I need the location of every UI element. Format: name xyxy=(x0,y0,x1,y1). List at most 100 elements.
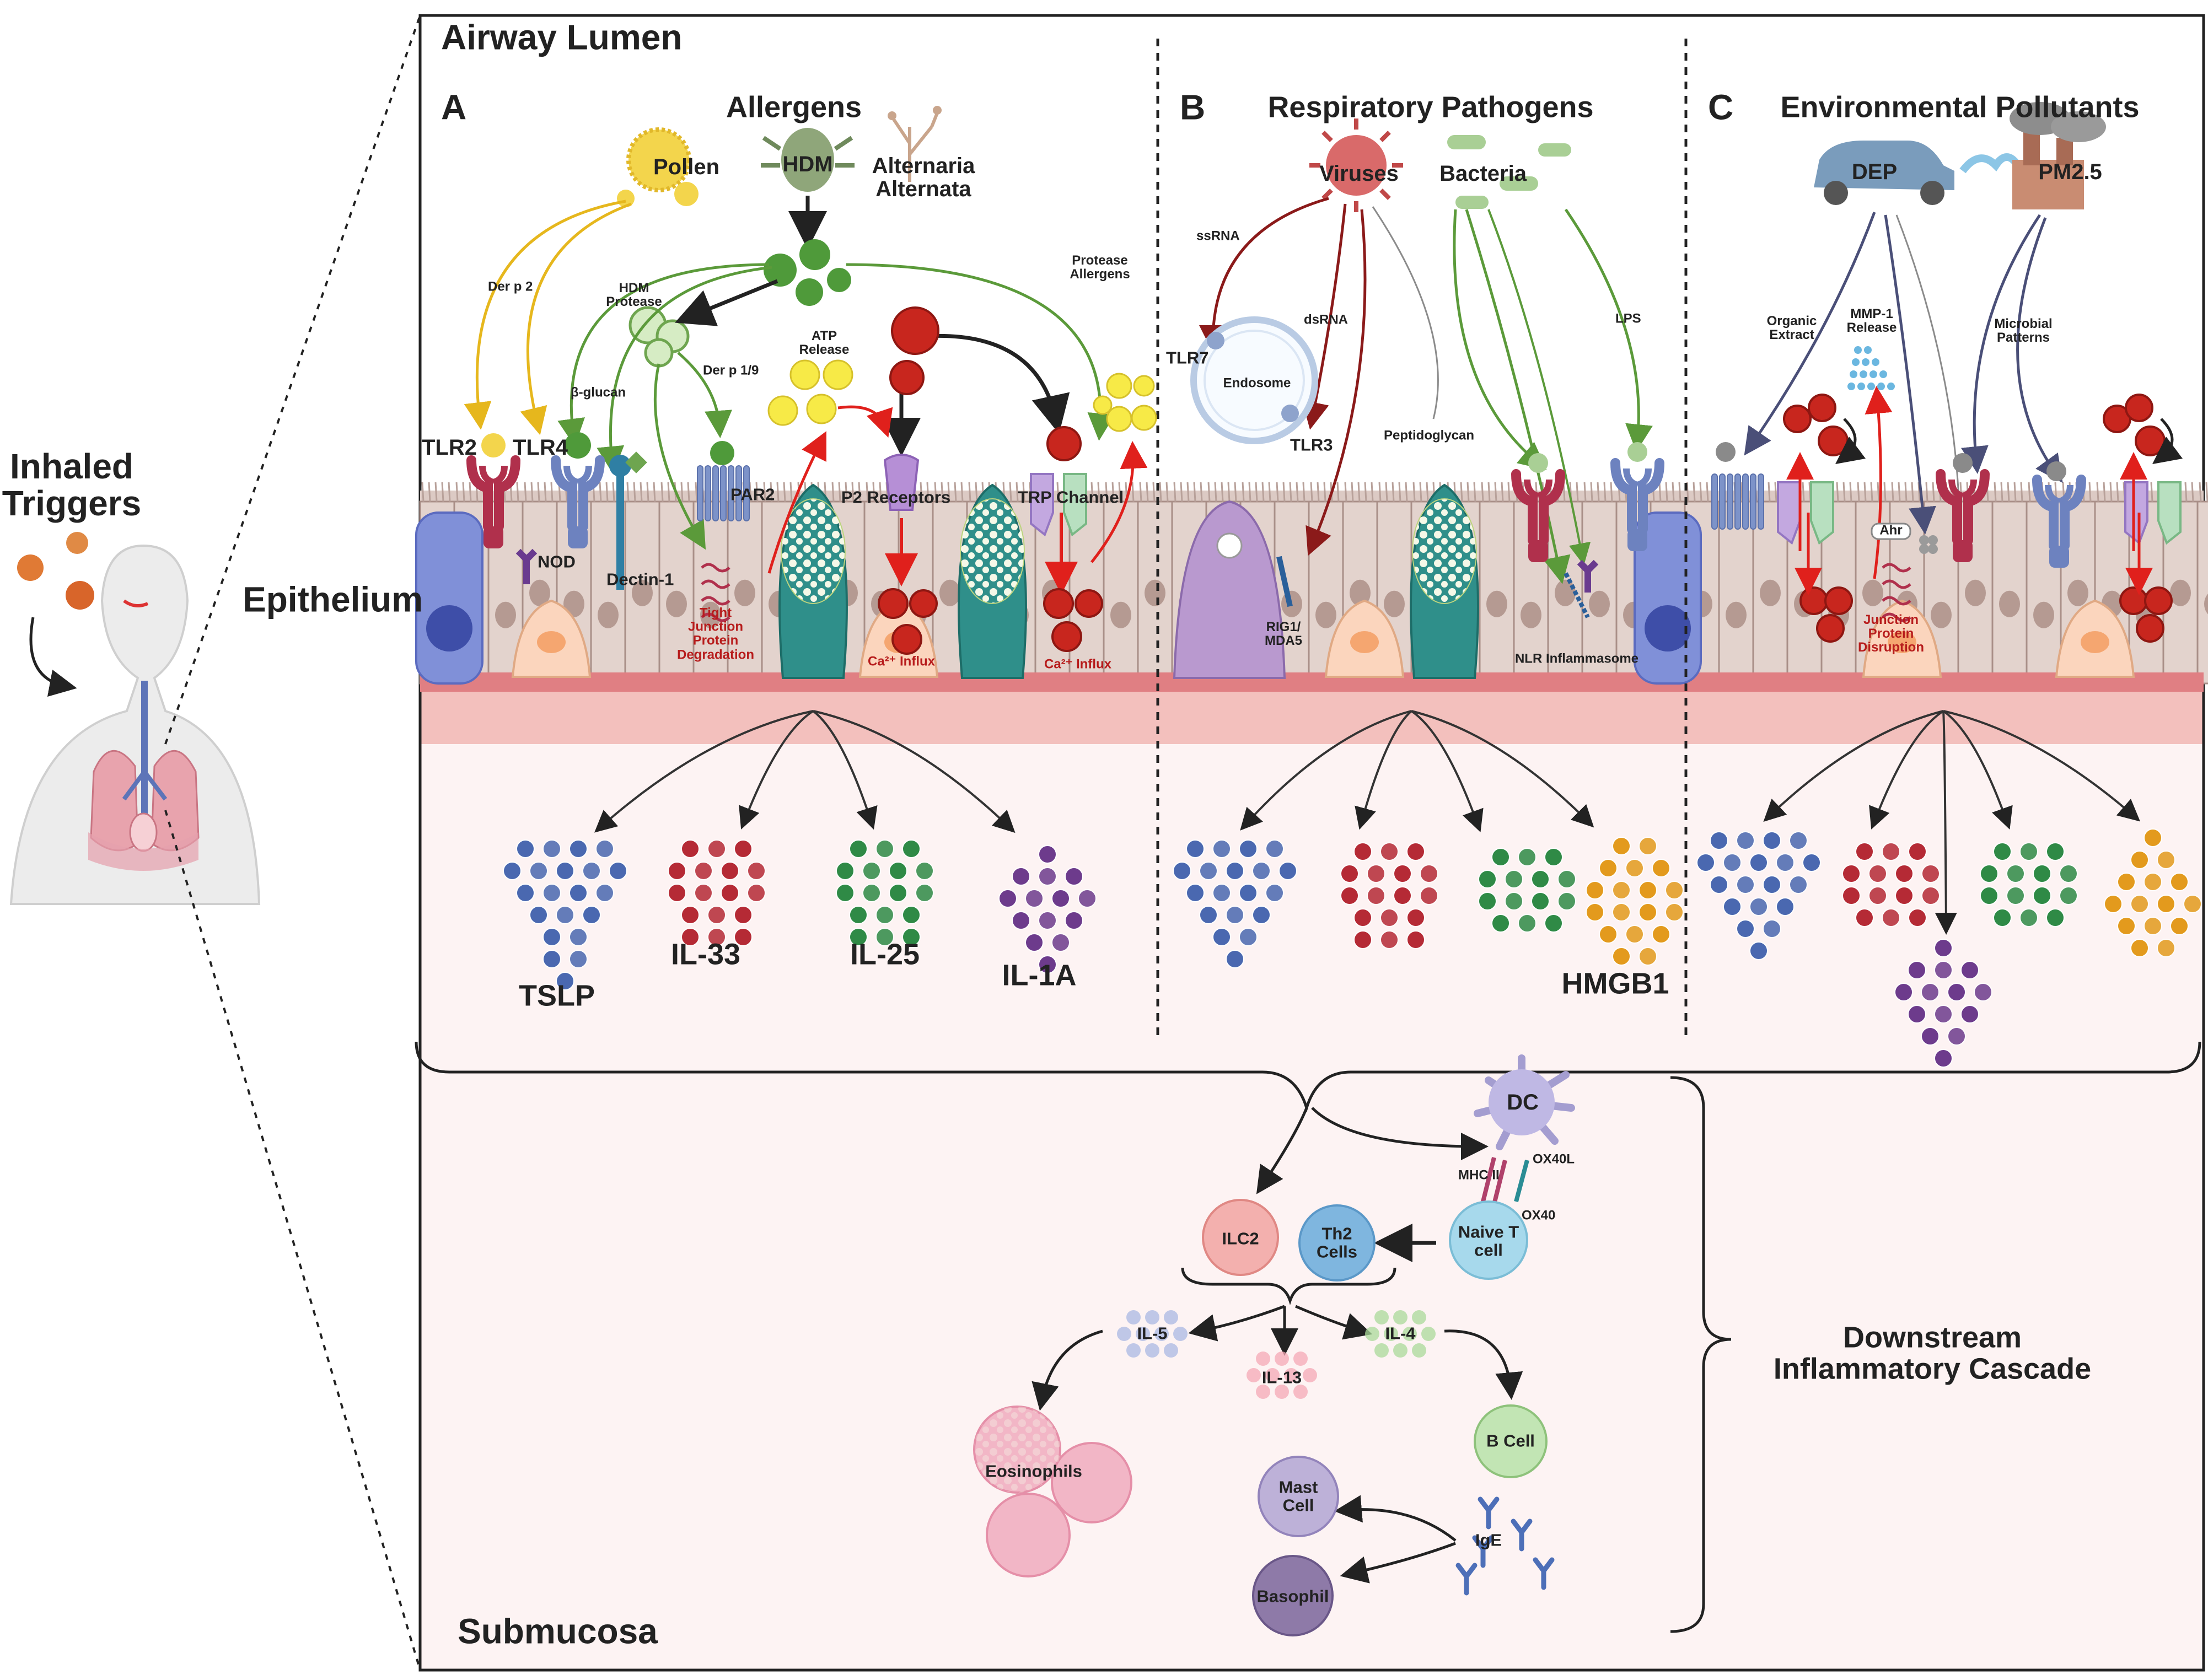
calcium-ion xyxy=(1816,614,1845,643)
calcium-clusters xyxy=(878,306,2183,655)
cilium xyxy=(1994,482,1997,502)
lps-arrow xyxy=(1564,208,1653,452)
bacteria-nlr-arrow xyxy=(1465,209,1571,584)
cilium xyxy=(640,482,643,502)
ox40-label: OX40 xyxy=(1522,1208,1556,1223)
basal-nucleus xyxy=(2081,631,2109,653)
cell-nucleus xyxy=(529,579,550,606)
bcell-label: B Cell xyxy=(1486,1431,1535,1451)
cell-nucleus xyxy=(666,590,687,617)
atp-release-arrow xyxy=(767,431,826,574)
eosinophils-label: Eosinophils xyxy=(985,1461,1082,1481)
dc-label: DC xyxy=(1507,1090,1539,1114)
mast-cell-label: Mast Cell xyxy=(1278,1477,1318,1515)
calcium-ion xyxy=(891,306,939,355)
calcium-loop-arrow xyxy=(1835,418,1866,465)
nlr-label: NLR Inflammasome xyxy=(1514,651,1639,666)
cilium xyxy=(1883,482,1887,502)
ahr-particle xyxy=(1919,544,1929,554)
pollen-icon xyxy=(617,127,699,207)
cilium xyxy=(1180,482,1183,502)
il1a-cluster-c xyxy=(1894,939,1992,1068)
cilium xyxy=(1282,482,1286,502)
il4-label: IL-4 xyxy=(1385,1323,1416,1343)
cilium xyxy=(2028,482,2031,502)
cilium xyxy=(1276,482,1279,502)
cilium xyxy=(968,482,971,502)
cilium xyxy=(1917,482,1921,502)
hdm-label: HDM xyxy=(782,152,833,176)
cilium xyxy=(1870,482,1873,502)
organic-extract-arrow xyxy=(1744,212,1876,456)
cilium xyxy=(653,482,656,502)
cilium xyxy=(920,482,923,502)
nod-label: NOD xyxy=(538,552,576,572)
cilium xyxy=(1603,482,1607,502)
cilium xyxy=(1261,482,1265,502)
cilium xyxy=(879,482,882,502)
junction-disruption-label: Junction Protein Disruption xyxy=(1858,612,1924,655)
dsrna-arrow xyxy=(1302,203,1347,430)
release-arrow xyxy=(813,710,1016,833)
tslp-label: TSLP xyxy=(518,979,595,1013)
release-arrow xyxy=(594,710,814,833)
p2-receptors-label: P2 Receptors xyxy=(841,487,951,507)
cilium xyxy=(789,482,793,502)
cilium xyxy=(537,482,540,502)
cell-nucleus xyxy=(2033,601,2054,628)
calcium-ion xyxy=(1075,589,1103,618)
mmp1-particles xyxy=(1847,346,1895,390)
cilium xyxy=(1426,482,1429,502)
vesicle xyxy=(1216,532,1243,559)
cilium xyxy=(947,482,950,502)
panel-a-letter: A xyxy=(441,87,467,127)
cilium xyxy=(960,482,964,502)
il1a-label: IL-1A xyxy=(1002,959,1077,992)
il25-cluster-c xyxy=(1980,842,2078,927)
panel-b-letter: B xyxy=(1180,87,1206,127)
cilium xyxy=(421,482,425,502)
cilium xyxy=(660,482,664,502)
tslp-cluster xyxy=(503,839,627,990)
airway-lumen-label: Airway Lumen xyxy=(441,17,683,57)
cilium xyxy=(524,482,527,502)
calcium-ion xyxy=(891,624,922,655)
cilium xyxy=(1672,482,1675,502)
cilium xyxy=(1904,482,1908,502)
cilium xyxy=(1419,482,1422,502)
cilium xyxy=(1242,482,1245,502)
cilium xyxy=(755,482,759,502)
ahr-particle xyxy=(1919,535,1929,545)
cilium xyxy=(1351,482,1354,502)
cell-nucleus xyxy=(1726,601,1747,628)
cilium xyxy=(448,482,451,502)
calcium-ion xyxy=(1043,588,1074,619)
cell-nucleus xyxy=(632,579,653,606)
cilium xyxy=(1768,482,1771,502)
cilium xyxy=(1310,482,1313,502)
pollen-label: Pollen xyxy=(653,155,720,179)
cilium xyxy=(975,482,978,502)
beta-glucan-ligand xyxy=(625,451,647,473)
cilium xyxy=(1597,482,1600,502)
release-arrow xyxy=(1763,710,1944,822)
pollutant-ligand xyxy=(1716,442,1736,462)
tlr2-receptor-icon xyxy=(466,455,520,548)
trp-channel-icon xyxy=(1030,473,1087,537)
cell-nucleus xyxy=(495,601,516,628)
downstream-cascade-label: Downstream Inflammatory Cascade xyxy=(1773,1321,2092,1385)
cilium xyxy=(1296,482,1299,502)
il5-eos-arrow xyxy=(1032,1329,1103,1411)
calcium-ion xyxy=(2136,614,2164,643)
cell-nucleus xyxy=(1486,590,1507,617)
inhaled-particles xyxy=(17,532,94,610)
mmp1-dot xyxy=(1879,370,1887,378)
dep-ahr-arrow xyxy=(1884,214,1936,535)
cilium xyxy=(831,482,835,502)
cilium xyxy=(1911,482,1914,502)
th2-cytokine-clusters xyxy=(1117,1310,1436,1399)
cilium xyxy=(1774,482,1777,502)
pollutant-tlr-red-icon xyxy=(1936,469,1990,562)
cilium xyxy=(1590,482,1593,502)
cilium xyxy=(462,482,465,502)
